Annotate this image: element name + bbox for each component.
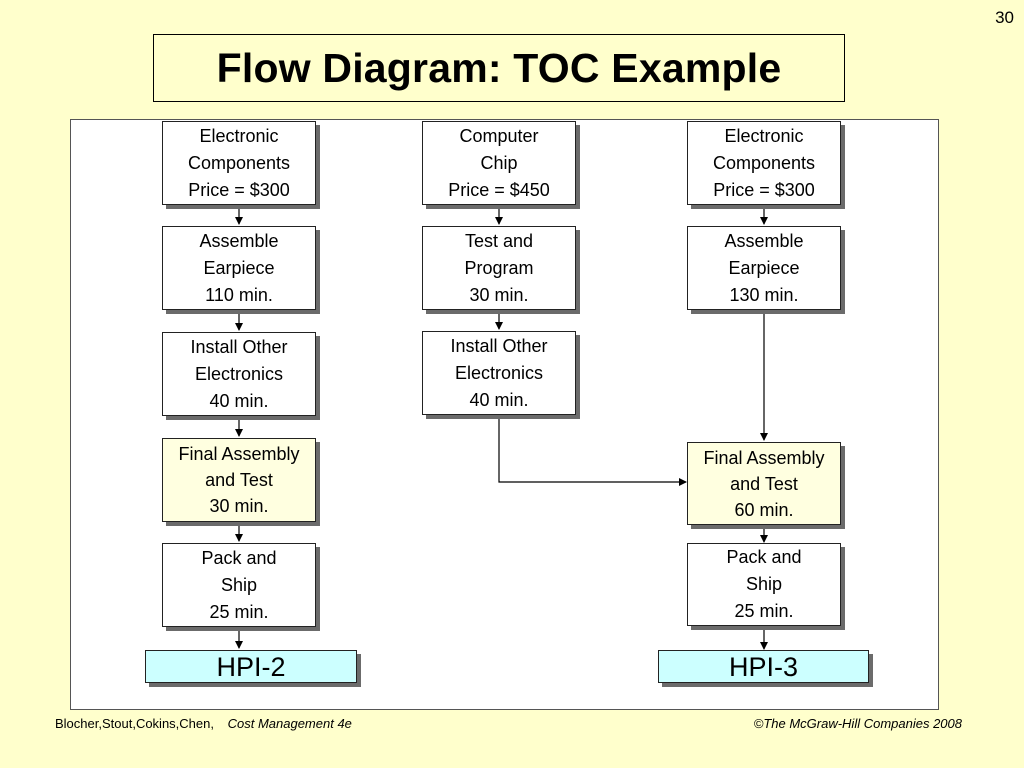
- node-label: and Test: [205, 470, 273, 490]
- node-label: Electronic: [199, 125, 279, 146]
- node-label: 40 min.: [209, 390, 269, 411]
- footer-book: Cost Management 4e: [227, 716, 352, 731]
- node-label: Electronics: [194, 363, 284, 384]
- node-label: Final Assembly: [178, 444, 300, 464]
- copyright-text: ©The McGraw-Hill Companies 2008: [753, 716, 962, 731]
- node-label: 25 min.: [734, 601, 794, 621]
- node-label: Program: [464, 257, 534, 278]
- hpi-3-product-box: HPI-3: [658, 650, 869, 683]
- node-label: Ship: [745, 574, 783, 594]
- node-label: 110 min.: [205, 284, 273, 305]
- footer-citation: Blocher,Stout,Cokins,Chen, Cost Manageme…: [55, 716, 352, 731]
- right-pack-ship-box: Pack and Ship 25 min.: [687, 543, 841, 626]
- right-assemble-box: Assemble Earpiece 130 min.: [687, 226, 841, 310]
- node-label: Electronic: [724, 125, 804, 146]
- node-label: Pack and: [201, 547, 277, 568]
- node-label: 60 min.: [734, 499, 794, 520]
- footer-copyright: ©The McGraw-Hill Companies 2008: [754, 716, 962, 731]
- left-pack-ship-box: Pack and Ship 25 min.: [162, 543, 316, 627]
- node-label: Install Other: [190, 336, 288, 357]
- node-label: Computer: [459, 125, 539, 146]
- node-label: 30 min.: [469, 284, 529, 305]
- node-label: Assemble: [199, 230, 279, 251]
- middle-chip-box: Computer Chip Price = $450: [422, 121, 576, 205]
- slide-number: 30: [995, 8, 1014, 27]
- node-label: Components: [712, 152, 816, 173]
- product-label: HPI-3: [728, 651, 799, 682]
- node-label: 130 min.: [729, 284, 799, 305]
- node-label: Install Other: [450, 335, 548, 356]
- left-install-box: Install Other Electronics 40 min.: [162, 332, 316, 416]
- left-final-assembly-box: Final Assembly and Test 30 min.: [162, 438, 316, 522]
- right-components-box: Electronic Components Price = $300: [687, 121, 841, 205]
- node-label: Earpiece: [728, 257, 800, 278]
- node-label: 25 min.: [209, 601, 269, 622]
- product-label: HPI-2: [216, 651, 286, 682]
- node-label: Price = $300: [713, 179, 815, 200]
- right-final-assembly-box: Final Assembly and Test 60 min.: [687, 442, 841, 525]
- node-label: Final Assembly: [703, 447, 825, 468]
- node-label: Earpiece: [203, 257, 275, 278]
- node-label: Assemble: [724, 230, 804, 251]
- slide-title: Flow Diagram: TOC Example: [216, 44, 782, 91]
- middle-install-box: Install Other Electronics 40 min.: [422, 331, 576, 415]
- arrow-m3: [498, 415, 687, 486]
- node-label: Test and: [464, 230, 534, 251]
- node-label: Chip: [480, 152, 518, 173]
- middle-test-program-box: Test and Program 30 min.: [422, 226, 576, 310]
- node-label: and Test: [730, 473, 798, 494]
- node-label: Ship: [220, 574, 258, 595]
- footer-authors: Blocher,Stout,Cokins,Chen,: [55, 716, 214, 731]
- hpi-2-product-box: HPI-2: [145, 650, 357, 683]
- node-label: Electronics: [454, 362, 544, 383]
- node-label: Pack and: [726, 547, 802, 567]
- node-label: Price = $450: [448, 179, 550, 200]
- node-label: Components: [187, 152, 291, 173]
- node-label: Price = $300: [188, 179, 290, 200]
- title-box: Flow Diagram: TOC Example: [153, 34, 845, 102]
- left-components-box: Electronic Components Price = $300: [162, 121, 316, 205]
- node-label: 30 min.: [209, 496, 269, 516]
- left-assemble-box: Assemble Earpiece 110 min.: [162, 226, 316, 310]
- node-label: 40 min.: [469, 389, 529, 410]
